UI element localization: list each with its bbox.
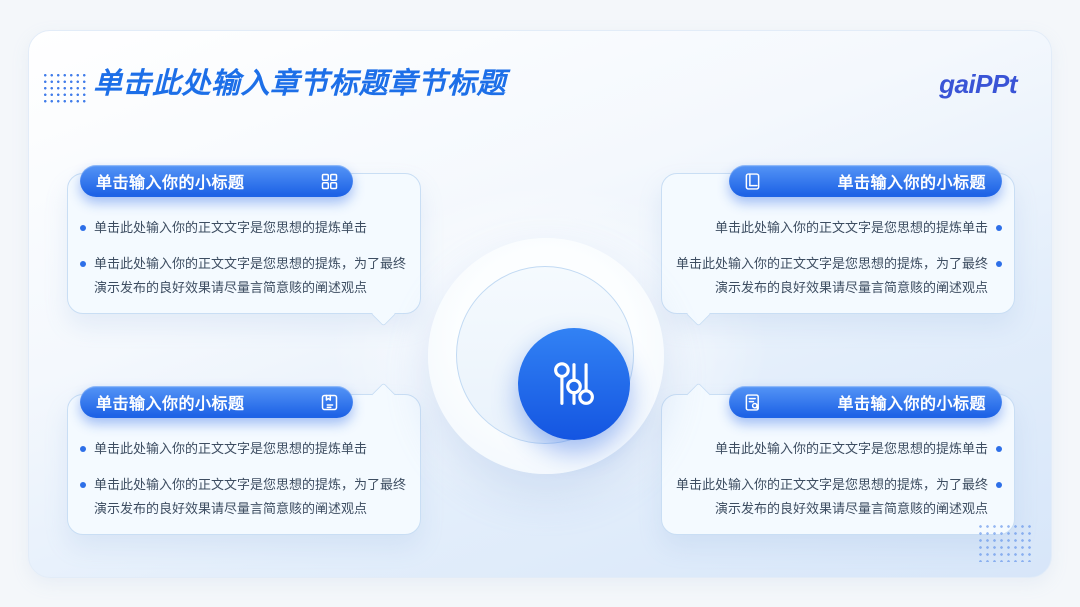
center-badge	[518, 328, 630, 440]
bullet-dot	[80, 225, 86, 231]
document-search-icon	[742, 392, 763, 413]
brand-logo: gaiPPt	[939, 69, 1017, 99]
presentation-slide: 单击此处输入章节标题章节标题 gaiPPt 单击输入你的小标题	[28, 30, 1052, 578]
callout-tail	[686, 301, 711, 327]
bullet-dot	[80, 482, 86, 488]
sliders-icon	[554, 362, 594, 405]
callout-header: 单击输入你的小标题	[80, 165, 353, 197]
callout-title: 单击输入你的小标题	[96, 175, 245, 192]
callout-body: 单击此处输入你的正文文字是您思想的提炼单击 单击此处输入你的正文文字是您思想的提…	[662, 216, 1014, 300]
bullet-item: 单击此处输入你的正文文字是您思想的提炼，为了最终演示发布的良好效果请尽量言简意赅…	[676, 473, 1002, 521]
callout-header: 单击输入你的小标题	[729, 386, 1002, 418]
bullet-item: 单击此处输入你的正文文字是您思想的提炼，为了最终演示发布的良好效果请尽量言简意赅…	[676, 252, 1002, 300]
bullet-dot	[996, 225, 1002, 231]
bullet-item: 单击此处输入你的正文文字是您思想的提炼单击	[676, 216, 1002, 240]
callout-title: 单击输入你的小标题	[96, 396, 245, 413]
bullet-text: 单击此处输入你的正文文字是您思想的提炼，为了最终演示发布的良好效果请尽量言简意赅…	[676, 477, 989, 516]
callout-top-right: 单击输入你的小标题 单击此处输入你的正文文字是您思想的提炼单击 单击此处输入你的…	[661, 165, 1015, 327]
dots-pattern-corner	[977, 523, 1033, 562]
bullet-text: 单击此处输入你的正文文字是您思想的提炼单击	[714, 441, 988, 456]
bullet-dot	[80, 261, 86, 267]
callout-bottom-left: 单击输入你的小标题 单击此处输入你的正文文字是您思想的提炼单击	[67, 381, 421, 535]
bullet-text: 单击此处输入你的正文文字是您思想的提炼单击	[94, 441, 368, 456]
callout-body: 单击此处输入你的正文文字是您思想的提炼单击 单击此处输入你的正文文字是您思想的提…	[662, 437, 1014, 521]
bullet-item: 单击此处输入你的正文文字是您思想的提炼，为了最终演示发布的良好效果请尽量言简意赅…	[80, 252, 406, 300]
bullet-text: 单击此处输入你的正文文字是您思想的提炼单击	[94, 220, 368, 235]
bullet-text: 单击此处输入你的正文文字是您思想的提炼，为了最终演示发布的良好效果请尽量言简意赅…	[94, 477, 407, 516]
grid-icon	[319, 171, 340, 192]
callout-top-left: 单击输入你的小标题 单击此处输入你的正文文字是您思想的提炼单击	[67, 165, 421, 327]
bullet-item: 单击此处输入你的正文文字是您思想的提炼单击	[676, 437, 1002, 461]
callout-tail	[371, 381, 396, 407]
center-badge-ring	[456, 266, 634, 444]
bullet-text: 单击此处输入你的正文文字是您思想的提炼单击	[714, 220, 988, 235]
center-badge-outer	[428, 238, 664, 474]
callout-body: 单击此处输入你的正文文字是您思想的提炼单击 单击此处输入你的正文文字是您思想的提…	[68, 216, 420, 300]
callout-header: 单击输入你的小标题	[80, 386, 353, 418]
dots-pattern-title	[42, 72, 89, 103]
bullet-item: 单击此处输入你的正文文字是您思想的提炼，为了最终演示发布的良好效果请尽量言简意赅…	[80, 473, 406, 521]
bullet-dot	[996, 482, 1002, 488]
memo-tag-icon	[319, 392, 340, 413]
callout-bottom-right: 单击输入你的小标题 单击此处输入你的正文文字是您思想的提炼单击 单击此处输入你的…	[661, 381, 1015, 535]
bullet-dot	[996, 261, 1002, 267]
bullet-item: 单击此处输入你的正文文字是您思想的提炼单击	[80, 437, 406, 461]
bullet-text: 单击此处输入你的正文文字是您思想的提炼，为了最终演示发布的良好效果请尽量言简意赅…	[94, 256, 407, 295]
bullet-item: 单击此处输入你的正文文字是您思想的提炼单击	[80, 216, 406, 240]
callout-body: 单击此处输入你的正文文字是您思想的提炼单击 单击此处输入你的正文文字是您思想的提…	[68, 437, 420, 521]
bullet-text: 单击此处输入你的正文文字是您思想的提炼，为了最终演示发布的良好效果请尽量言简意赅…	[676, 256, 989, 295]
bullet-dot	[996, 446, 1002, 452]
callout-title: 单击输入你的小标题	[837, 396, 986, 413]
book-icon	[742, 171, 763, 192]
callout-header: 单击输入你的小标题	[729, 165, 1002, 197]
callout-tail	[371, 301, 396, 327]
page-title: 单击此处输入章节标题章节标题	[93, 68, 507, 100]
callout-title: 单击输入你的小标题	[837, 175, 986, 192]
bullet-dot	[80, 446, 86, 452]
callout-tail	[686, 381, 711, 407]
